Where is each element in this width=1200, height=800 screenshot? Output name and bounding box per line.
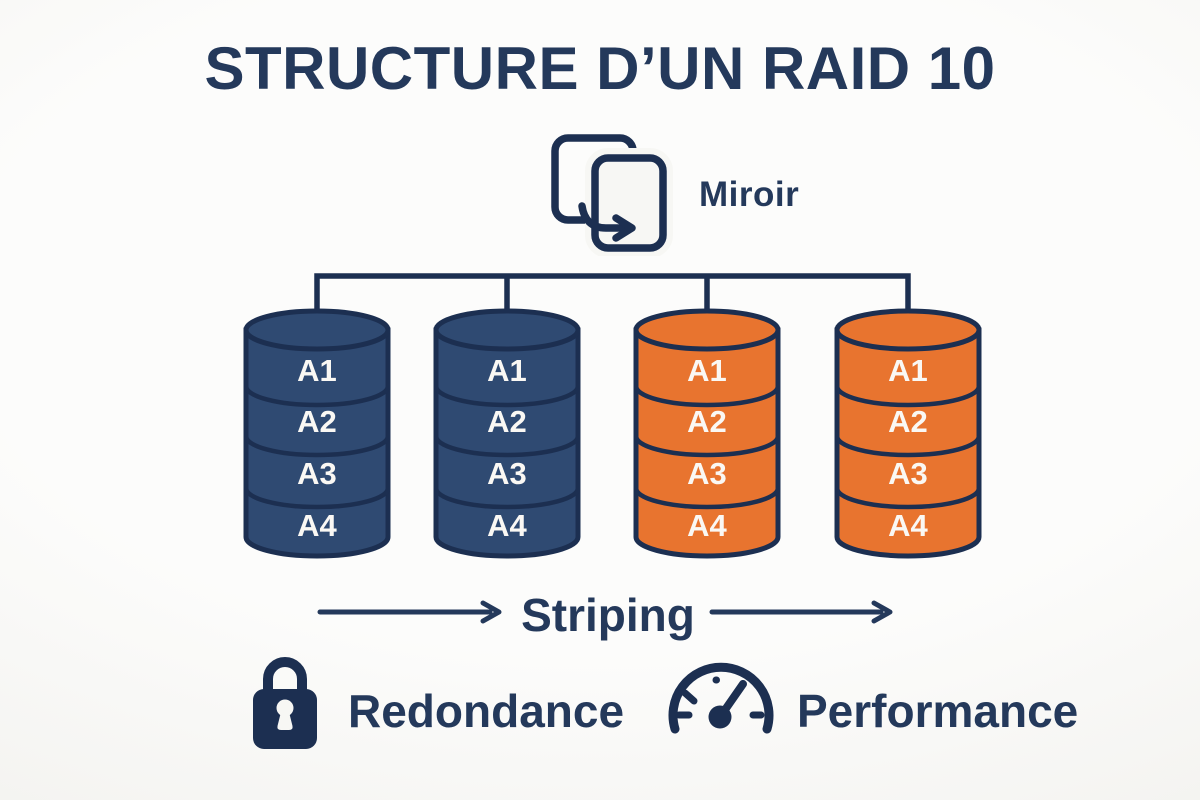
- disk-cylinder-icon: [834, 308, 982, 559]
- disk-block-label: A1: [487, 353, 527, 388]
- disk-block-label: A1: [297, 353, 337, 388]
- disk-block-label: A3: [487, 456, 527, 491]
- lock-icon: [253, 657, 317, 749]
- disk-block-label: A4: [888, 508, 928, 543]
- striping-arrow-right-icon: [709, 600, 893, 624]
- lock-shackle: [263, 657, 307, 702]
- disk-block-label: A1: [888, 353, 928, 388]
- gauge-icon: [668, 662, 774, 734]
- disk-cylinder-icon: [243, 308, 391, 559]
- performance-label: Performance: [797, 685, 1079, 737]
- mirror-copy-icon: [551, 134, 673, 256]
- disk-block-label: A2: [297, 404, 337, 439]
- mirror-arrow: [578, 202, 636, 242]
- gauge-needle: [708, 680, 747, 729]
- disk-block-label: A3: [297, 456, 337, 491]
- disk-block-label: A3: [687, 456, 727, 491]
- striping-label: Striping: [521, 589, 695, 641]
- disk-block-label: A4: [487, 508, 527, 543]
- mirror-front-sheet: [591, 154, 667, 252]
- disk-1: A1 A2 A3 A4: [242, 305, 392, 563]
- disk-block-label: A4: [297, 508, 337, 543]
- redundancy-label: Redondance: [348, 685, 625, 737]
- striping-arrow-left-icon: [317, 600, 502, 624]
- lock-keyhole: [276, 699, 294, 730]
- mirror-label: Miroir: [699, 175, 800, 214]
- disk-cylinder-icon: [433, 308, 581, 559]
- page-title: STRUCTURE D’UN RAID 10: [204, 35, 996, 102]
- disk-block-label: A4: [687, 508, 727, 543]
- disk-block-label: A2: [687, 404, 727, 439]
- disk-2: A1 A2 A3 A4: [432, 305, 582, 563]
- disk-block-label: A3: [888, 456, 928, 491]
- disk-3: A1 A2 A3 A4: [632, 305, 782, 563]
- disk-4: A1 A2 A3 A4: [833, 305, 983, 563]
- disk-block-label: A2: [888, 404, 928, 439]
- mirror-tree-connector: [314, 273, 911, 322]
- disk-block-label: A2: [487, 404, 527, 439]
- disk-cylinder-icon: [633, 308, 781, 559]
- disk-block-label: A1: [687, 353, 727, 388]
- gauge-dial-arc: [668, 662, 774, 734]
- gauge-ticks: [675, 676, 765, 719]
